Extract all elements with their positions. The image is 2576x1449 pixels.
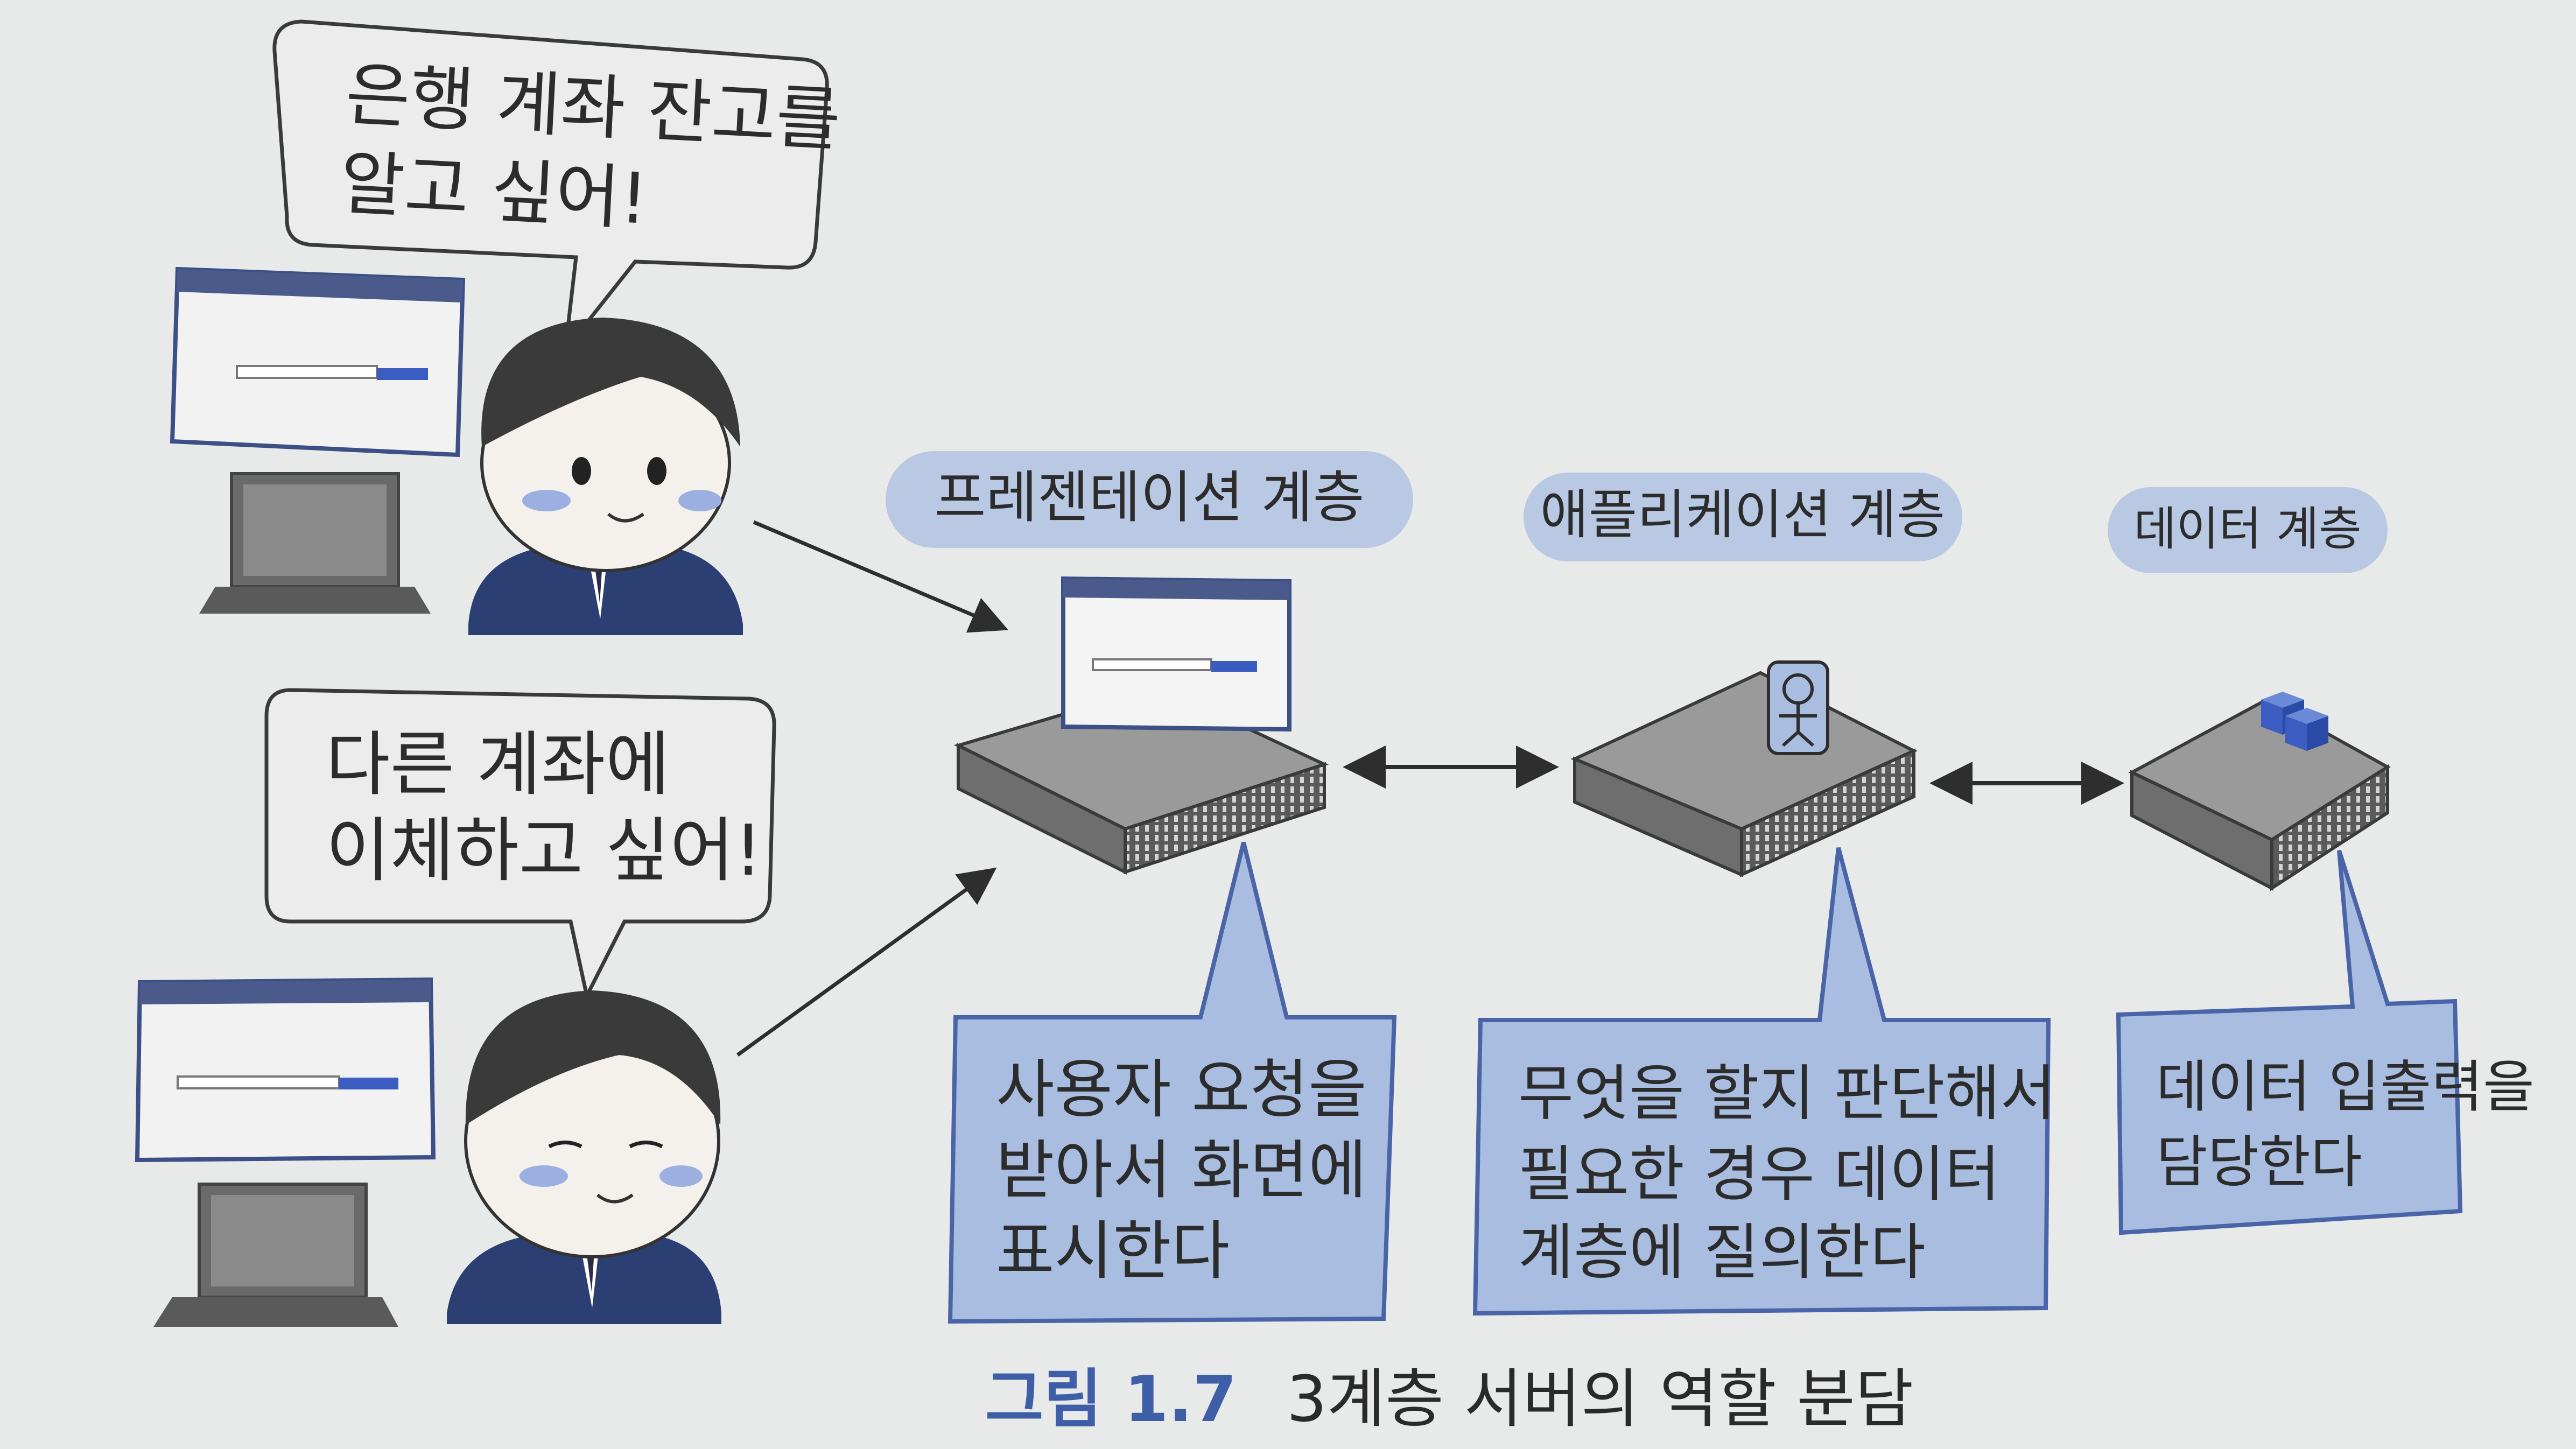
server-icon [953,576,1329,875]
description-application-line-2: 필요한 경우 데이터 [1518,1139,2001,1209]
tier-label-data-text: 데이터 계층 [2134,502,2362,556]
tier-label-presentation: 프레젠테이션 계층 [886,451,1413,548]
browser-window-icon [170,266,466,458]
description-callout-data: 데이터 입출력을 담당한다 [2116,849,2535,1235]
description-data-line-2: 담당한다 [2156,1129,2362,1195]
speech-bubble-1: 은행 계좌 잔고를 알고 싶어! [272,19,843,356]
user-avatar-icon [468,318,743,635]
description-presentation-line-3: 표시한다 [996,1214,1230,1288]
server-icon [2128,698,2391,891]
speech-bubble-1-line-2: 알고 싶어! [338,142,650,240]
database-cubes-icon [2261,692,2328,751]
description-application-line-1: 무엇을 할지 판단해서 [1518,1059,2056,1129]
figure-title: 3계층 서버의 역할 분담 [1287,1362,1914,1436]
laptop-icon [199,472,431,614]
description-presentation-line-1: 사용자 요청을 [996,1052,1367,1127]
arrow-icon [736,867,997,1057]
speech-bubble-2: 다른 계좌에 이체하고 싶어! [264,688,776,1002]
person-badge-icon [1767,660,1829,755]
speech-bubble-2-line-1: 다른 계좌에 [326,723,670,805]
tier-label-application: 애플리케이션 계층 [1524,473,1962,561]
description-callout-presentation: 사용자 요청을 받아서 화면에 표시한다 [947,842,1397,1324]
speech-bubble-2-line-2: 이체하고 싶어! [326,810,762,891]
description-data-line-1: 데이터 입출력을 [2156,1054,2535,1120]
laptop-icon [153,1183,398,1327]
browser-window-icon [135,977,436,1163]
arrow-icon [753,520,1008,633]
tier-label-application-text: 애플리케이션 계층 [1540,484,1945,546]
description-callout-application: 무엇을 할지 판단해서 필요한 경우 데이터 계층에 질의한다 [1472,847,2056,1316]
figure-number: 그림 1.7 [985,1362,1237,1436]
server-icon [1570,671,1918,877]
description-application-line-3: 계층에 질의한다 [1518,1218,1926,1288]
tier-label-presentation-text: 프레젠테이션 계층 [935,465,1365,530]
description-presentation-line-2: 받아서 화면에 [996,1133,1367,1207]
user-avatar-icon [447,990,721,1324]
figure-caption: 그림 1.7 3계층 서버의 역할 분담 [985,1362,1913,1436]
tier-label-data: 데이터 계층 [2108,487,2388,573]
